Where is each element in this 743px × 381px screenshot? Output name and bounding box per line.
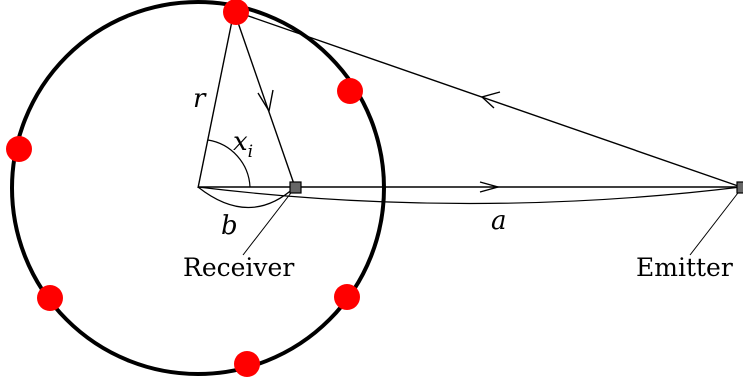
x-label: xi <box>233 127 253 162</box>
receiver-label: Receiver <box>183 253 294 282</box>
b-label: b <box>221 211 238 241</box>
receiver-node <box>289 181 302 194</box>
emitter-label: Emitter <box>636 253 733 282</box>
emitter-node <box>736 181 743 194</box>
x-label-subscript: i <box>248 142 253 162</box>
a-distance-arc <box>197 186 742 205</box>
reflected-ray-line <box>233 10 296 188</box>
sensor-dot <box>334 284 360 310</box>
x-label-main: x <box>233 127 248 157</box>
reflected-ray-arrow <box>257 89 274 113</box>
incident-ray-arrow <box>480 91 501 109</box>
sensor-dot <box>6 136 32 162</box>
angle-arc <box>207 139 251 188</box>
sensor-dot <box>223 0 249 25</box>
radius-line <box>197 10 235 189</box>
b-distance-arc <box>197 186 296 208</box>
direct-ray-arrow <box>479 181 501 193</box>
r-label: r <box>193 84 207 114</box>
receiver-leader-line <box>242 188 295 256</box>
a-label: a <box>491 206 507 236</box>
sensor-dot <box>234 351 260 377</box>
sensor-dot <box>337 78 363 104</box>
sensor-dot <box>37 285 63 311</box>
incident-ray-line <box>233 10 742 188</box>
emitter-leader-line <box>689 188 742 256</box>
main-circle <box>10 0 386 376</box>
